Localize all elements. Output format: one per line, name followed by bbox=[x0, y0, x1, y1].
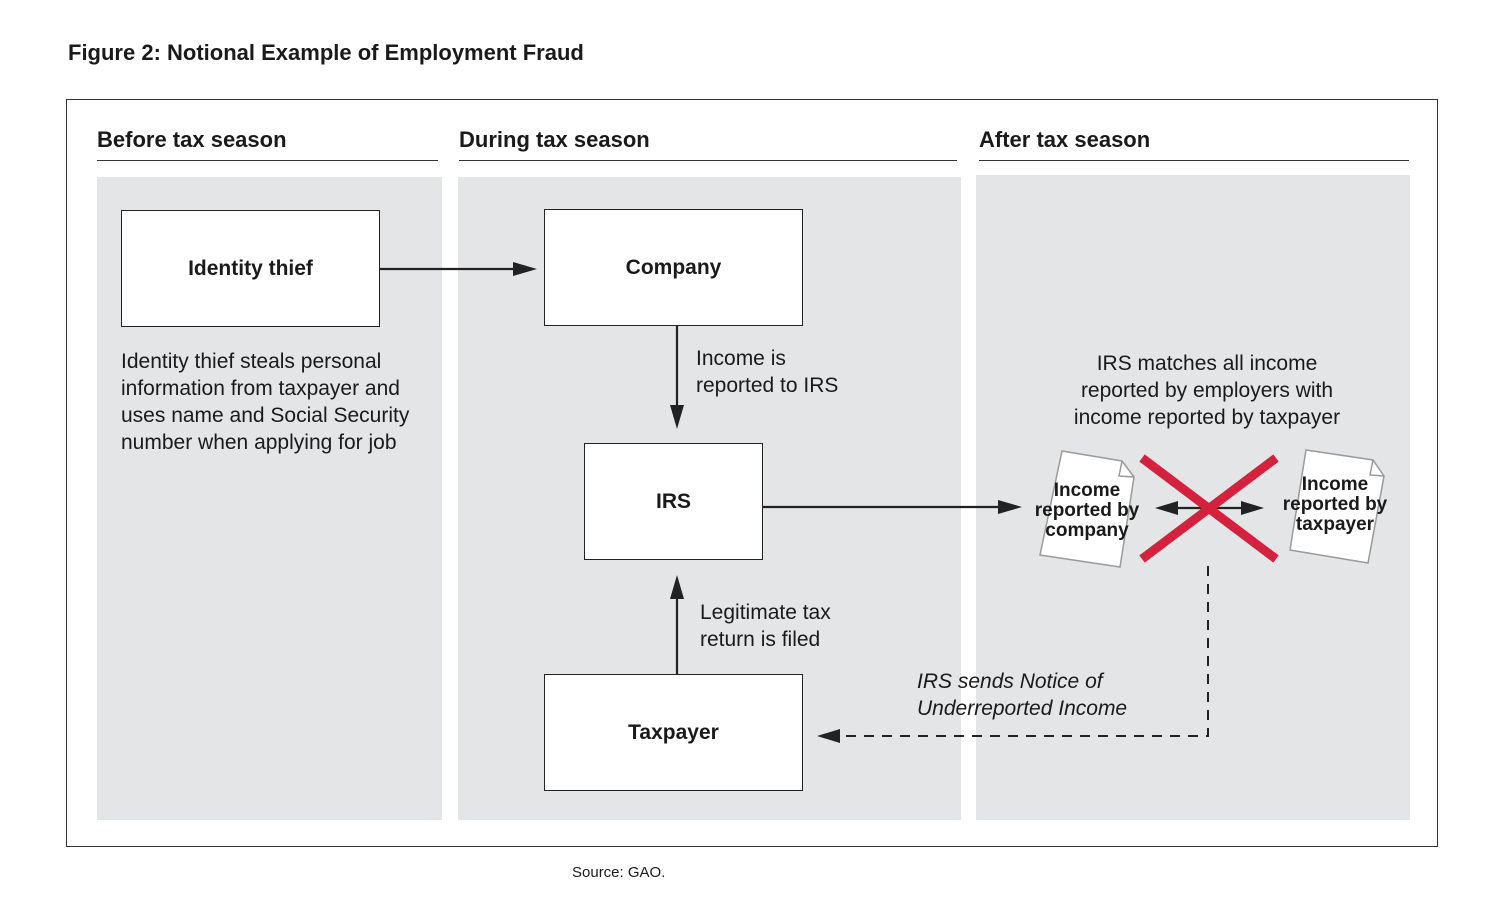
notice-note: IRS sends Notice of Underreported Income bbox=[917, 668, 1177, 722]
column-heading-after: After tax season bbox=[979, 127, 1151, 152]
company-income-document-icon bbox=[1039, 450, 1135, 568]
document-label-line: company bbox=[1045, 520, 1129, 541]
figure-source: Source: GAO. bbox=[572, 864, 666, 881]
notice-dashed-arrow bbox=[832, 566, 1209, 737]
company-label: Company bbox=[625, 255, 722, 279]
note-line: uses name and Social Security bbox=[121, 404, 410, 427]
column-rule-before bbox=[97, 160, 438, 161]
note-line: return is filed bbox=[700, 628, 821, 651]
taxpayer-box: Taxpayer bbox=[544, 674, 803, 791]
irs-matches-note: IRS matches all income reported by emplo… bbox=[1020, 350, 1394, 431]
taxpayer-label: Taxpayer bbox=[628, 720, 719, 744]
irs-box: IRS bbox=[584, 443, 763, 560]
column-heading-before: Before tax season bbox=[97, 127, 287, 152]
return-filed-note: Legitimate tax return is filed bbox=[700, 599, 940, 653]
identity-thief-note: Identity thief steals personal informati… bbox=[121, 348, 441, 456]
mismatch-x-icon bbox=[1139, 454, 1279, 563]
arrowhead-icon bbox=[1241, 501, 1264, 515]
income-reported-note: Income is reported to IRS bbox=[696, 345, 936, 399]
arrowhead-icon bbox=[670, 405, 684, 429]
note-line: number when applying for job bbox=[121, 431, 397, 454]
note-line: Legitimate tax bbox=[700, 601, 831, 624]
note-line: Identity thief steals personal bbox=[121, 350, 382, 373]
note-line: reported by employers with bbox=[1080, 379, 1334, 402]
arrowhead-icon bbox=[998, 500, 1022, 514]
document-label-line: reported by bbox=[1034, 500, 1140, 521]
identity-thief-label: Identity thief bbox=[188, 256, 313, 280]
document-label-line: taxpayer bbox=[1295, 514, 1375, 535]
arrowhead-icon bbox=[513, 262, 537, 276]
taxpayer-income-document-icon bbox=[1289, 449, 1385, 564]
note-line: IRS matches all income bbox=[1096, 352, 1318, 375]
diagram-frame bbox=[66, 99, 1438, 847]
figure-title: Figure 2: Notional Example of Employment… bbox=[68, 40, 584, 65]
document-label-line: reported by bbox=[1282, 494, 1388, 515]
note-line: Income is bbox=[696, 347, 786, 370]
note-line: income reported by taxpayer bbox=[1073, 406, 1341, 429]
document-label-line: Income bbox=[1053, 480, 1121, 501]
arrowhead-icon bbox=[670, 575, 684, 599]
column-heading-during: During tax season bbox=[459, 127, 650, 152]
column-rule-during bbox=[459, 160, 957, 161]
note-line: Underreported Income bbox=[917, 697, 1128, 720]
taxpayer-income-label: Income reported by taxpayer bbox=[1270, 475, 1400, 535]
company-box: Company bbox=[544, 209, 803, 326]
document-label-line: Income bbox=[1301, 474, 1369, 495]
arrowhead-icon bbox=[1155, 501, 1178, 515]
note-line: information from taxpayer and bbox=[121, 377, 400, 400]
note-line: IRS sends Notice of bbox=[917, 670, 1103, 693]
note-line: reported to IRS bbox=[696, 374, 839, 397]
irs-label: IRS bbox=[655, 489, 691, 513]
identity-thief-box: Identity thief bbox=[121, 210, 380, 327]
column-rule-after bbox=[979, 160, 1409, 161]
company-income-label: Income reported by company bbox=[1022, 481, 1152, 541]
arrowhead-icon bbox=[817, 729, 840, 743]
